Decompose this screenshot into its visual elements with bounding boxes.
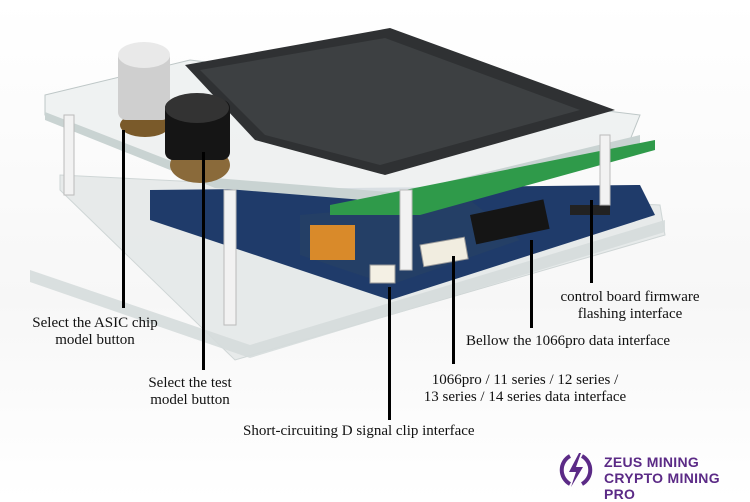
label-line: Select the ASIC chip	[32, 315, 158, 331]
standoff	[599, 134, 611, 206]
lightning-bolt-icon	[559, 453, 593, 487]
callout-line-signal-clip	[388, 287, 391, 420]
black-knob-top	[165, 93, 229, 123]
callout-line-series	[452, 256, 455, 364]
label-line: 1066pro / 11 series / 12 series /	[431, 372, 619, 388]
standoff	[399, 189, 413, 271]
label-line: model button	[150, 392, 230, 408]
callout-line-test	[202, 152, 205, 370]
callout-line-bellow	[530, 240, 533, 328]
white-connector	[419, 236, 469, 268]
lcd-screen-glare	[200, 38, 580, 165]
orange-relay	[310, 225, 355, 260]
label-test-model-button: Select the test model button	[120, 375, 260, 409]
callout-line-firmware	[590, 200, 593, 283]
silver-knob-top	[118, 42, 170, 68]
label-line: control board firmware	[560, 289, 700, 305]
logo-line-1: ZEUS MINING	[604, 454, 700, 470]
label-line: model button	[55, 332, 135, 348]
label-bellow-1066pro: Bellow the 1066pro data interface	[466, 333, 671, 349]
label-line: flashing interface	[577, 306, 683, 322]
standoff	[223, 189, 237, 326]
label-signal-clip: Short-circuiting D signal clip interface	[243, 423, 475, 439]
standoff	[63, 114, 75, 196]
label-line: Select the test	[148, 375, 232, 391]
logo-line-2: CRYPTO MINING PRO	[604, 470, 720, 502]
label-line: 13 series / 14 series data interface	[423, 389, 627, 405]
small-white-connector	[369, 264, 396, 284]
silver-knob-body	[118, 50, 170, 120]
label-asic-chip-button: Select the ASIC chip model button	[10, 315, 180, 349]
callout-line-asic	[122, 130, 125, 308]
label-firmware-interface: control board firmware flashing interfac…	[530, 289, 730, 323]
black-header-connector	[469, 199, 550, 245]
label-series-data-interface: 1066pro / 11 series / 12 series / 13 ser…	[390, 372, 660, 406]
